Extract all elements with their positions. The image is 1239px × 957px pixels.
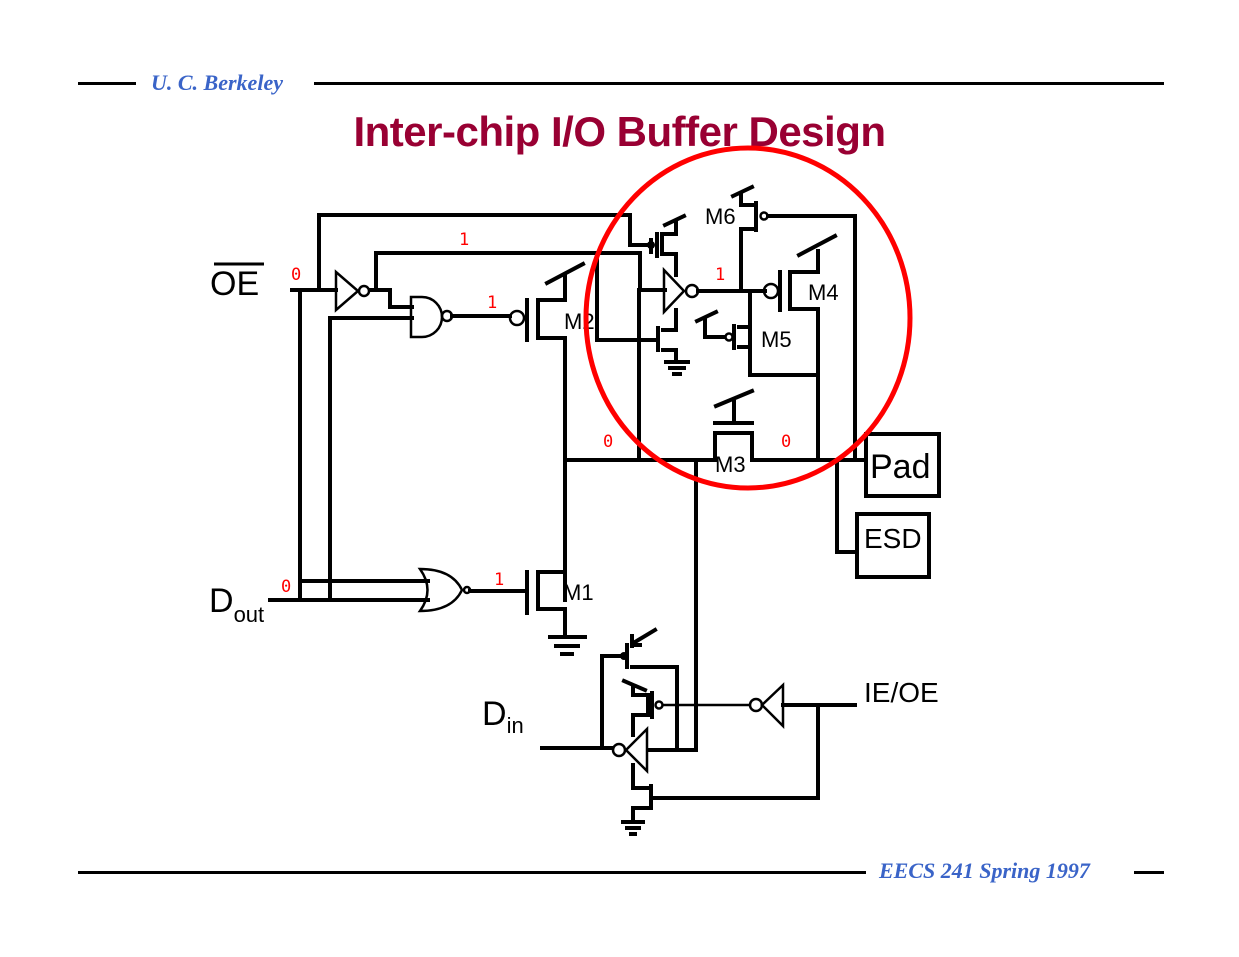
course-label: EECS 241 Spring 1997 (879, 858, 1090, 883)
header-rule-left (78, 82, 136, 85)
m1-label: M1 (563, 580, 594, 605)
m4-pmos (748, 233, 838, 462)
oe-bar-label: OE (210, 265, 259, 303)
footer-rule-left (78, 871, 866, 874)
pad-block (864, 432, 941, 498)
m2-label: M2 (564, 309, 595, 334)
pad-label: Pad (870, 448, 931, 486)
header-rule-right (314, 82, 1164, 85)
dout-label: Dout (209, 582, 264, 627)
footer-rule-right (1134, 871, 1164, 874)
logic-value-node-right: 0 (781, 432, 791, 452)
m3-transistor (713, 388, 755, 462)
logic-value-inv-out: 1 (459, 230, 469, 250)
m5-label: M5 (761, 327, 792, 352)
logic-value-nand-out: 1 (487, 293, 497, 313)
m3-label: M3 (715, 452, 746, 477)
m6-pmos (730, 184, 857, 462)
din-label: Din (482, 695, 524, 738)
m2-pmos (525, 261, 586, 602)
slide-title: Inter-chip I/O Buffer Design (353, 108, 886, 155)
m4-label: M4 (808, 280, 839, 305)
oe-wiring (290, 213, 667, 602)
highlight-circle (583, 145, 913, 491)
m5-nmos (694, 309, 752, 350)
m1-nmos (468, 570, 587, 656)
logic-value-level-shift: 1 (715, 265, 725, 285)
institution-label: U. C. Berkeley (151, 70, 283, 95)
ie-oe-label: IE/OE (864, 677, 939, 708)
input-receiver (540, 627, 857, 836)
level-shifter (595, 213, 767, 462)
esd-label: ESD (864, 523, 922, 554)
oe-bar-label-group: OE (210, 262, 264, 303)
oe-inverter (334, 269, 371, 313)
logic-value-node-left: 0 (603, 432, 613, 452)
logic-value-dout: 0 (281, 577, 291, 597)
m6-label: M6 (705, 204, 736, 229)
logic-value-oe: 0 (291, 265, 301, 285)
nand-gate (409, 295, 526, 339)
nor-gate (268, 567, 472, 613)
esd-block (835, 458, 931, 579)
logic-value-nor-out: 1 (494, 570, 504, 590)
